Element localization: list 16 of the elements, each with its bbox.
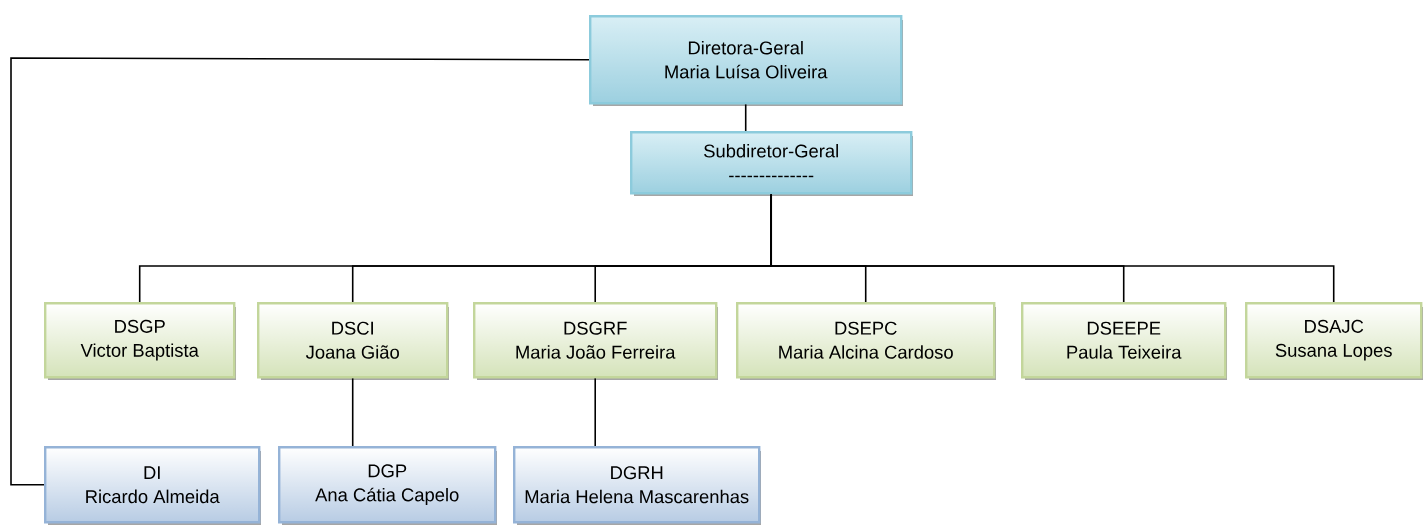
connector-line xyxy=(594,377,596,447)
department-box: DSGRF Maria João Ferreira xyxy=(473,302,718,380)
boss-box: Diretora-Geral Maria Luísa Oliveira xyxy=(589,15,903,106)
division-box: DGRH Maria Helena Mascarenhas xyxy=(513,446,761,525)
division-box: DI Ricardo Almeida xyxy=(44,446,261,525)
department-box: DSEPC Maria Alcina Cardoso xyxy=(736,302,996,380)
connector-line xyxy=(10,57,590,486)
department-box: DSEEPE Paula Teixeira xyxy=(1021,302,1227,380)
connector-line xyxy=(351,377,354,447)
connector-line xyxy=(770,193,1335,303)
department-box: DSCI Joana Gião xyxy=(257,302,449,380)
division-box: DGP Ana Cátia Capelo xyxy=(278,446,497,525)
connector-line xyxy=(744,103,747,132)
department-box: DSGP Victor Baptista xyxy=(44,302,236,380)
department-box: DSAJC Susana Lopes xyxy=(1245,302,1423,380)
boss-box: Subdiretor-Geral -------------- xyxy=(630,131,913,196)
